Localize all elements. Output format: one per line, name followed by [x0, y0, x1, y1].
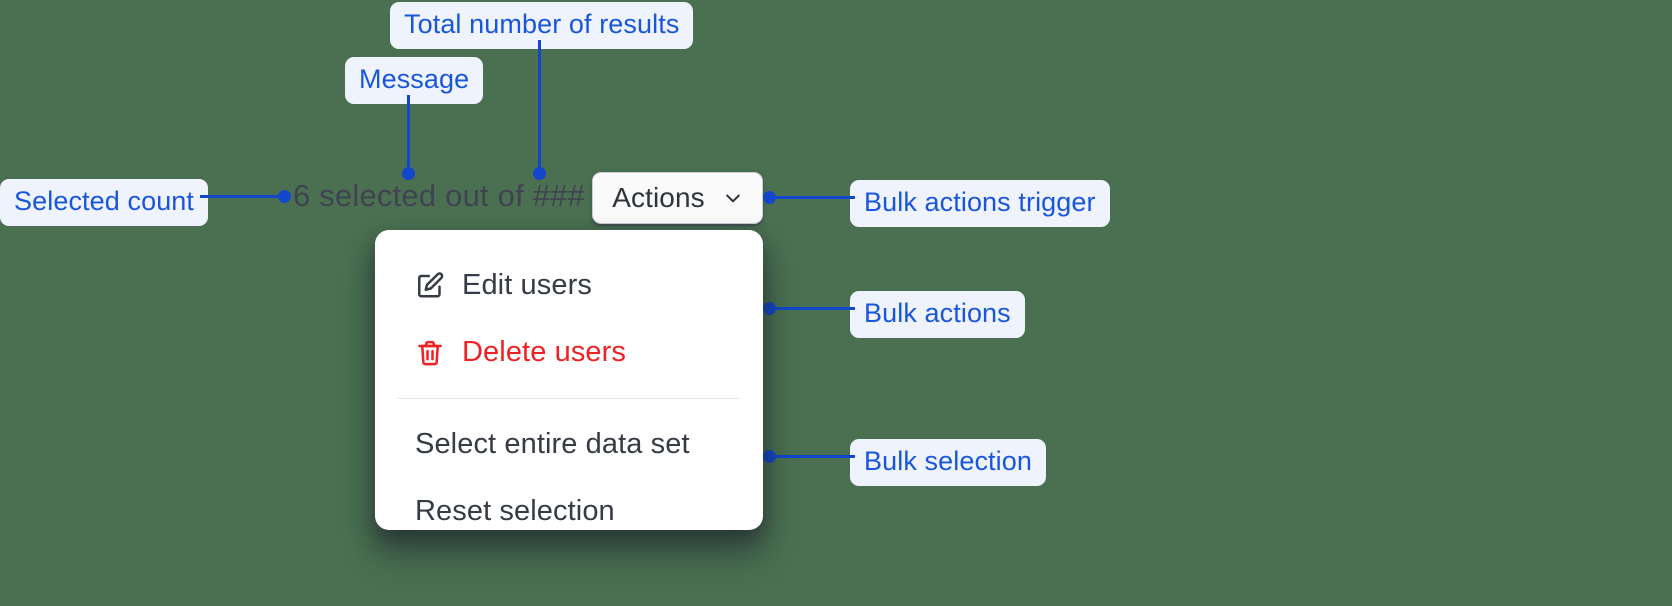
leader-line-total-results: [538, 40, 541, 173]
callout-bulk-selection: Bulk selection: [850, 439, 1046, 487]
bulk-actions-trigger-label: Actions: [612, 182, 705, 213]
leader-dot-bulk-trigger: [763, 191, 776, 204]
leader-dot-bulk-selection: [763, 450, 776, 463]
leader-line-bulk-actions: [770, 307, 855, 310]
leader-dot-message: [402, 167, 415, 180]
bulk-actions-menu: Edit users Delete users Select entire da…: [375, 230, 763, 530]
menu-item-edit-users-label: Edit users: [462, 269, 592, 301]
leader-dot-total-results: [533, 167, 546, 180]
bulk-actions-trigger-button[interactable]: Actions: [592, 172, 763, 224]
leader-line-selected-count: [200, 195, 290, 198]
menu-divider: [397, 398, 741, 399]
leader-line-bulk-selection: [770, 455, 855, 458]
callout-selected-count: Selected count: [0, 179, 209, 227]
selected-count-text: 6 selected out of ###: [293, 178, 586, 213]
menu-item-select-entire-data-set-label: Select entire data set: [415, 428, 690, 460]
callout-bulk-actions: Bulk actions: [850, 291, 1025, 339]
menu-item-reset-selection[interactable]: Reset selection: [375, 478, 763, 545]
edit-pencil-icon: [415, 271, 445, 301]
menu-item-reset-selection-label: Reset selection: [415, 495, 615, 527]
menu-item-edit-users[interactable]: Edit users: [375, 252, 763, 319]
menu-item-delete-users[interactable]: Delete users: [375, 319, 763, 386]
leader-dot-selected-count: [278, 190, 291, 203]
callout-message: Message: [345, 57, 484, 105]
menu-item-delete-users-label: Delete users: [462, 336, 626, 368]
leader-line-message: [407, 95, 410, 173]
menu-item-select-entire-data-set[interactable]: Select entire data set: [375, 411, 763, 478]
chevron-down-icon: [723, 188, 743, 208]
trash-icon: [415, 338, 445, 368]
leader-line-bulk-trigger: [770, 196, 855, 199]
callout-total-number-of-results: Total number of results: [390, 2, 694, 50]
callout-bulk-actions-trigger: Bulk actions trigger: [850, 180, 1110, 228]
leader-dot-bulk-actions: [763, 302, 776, 315]
